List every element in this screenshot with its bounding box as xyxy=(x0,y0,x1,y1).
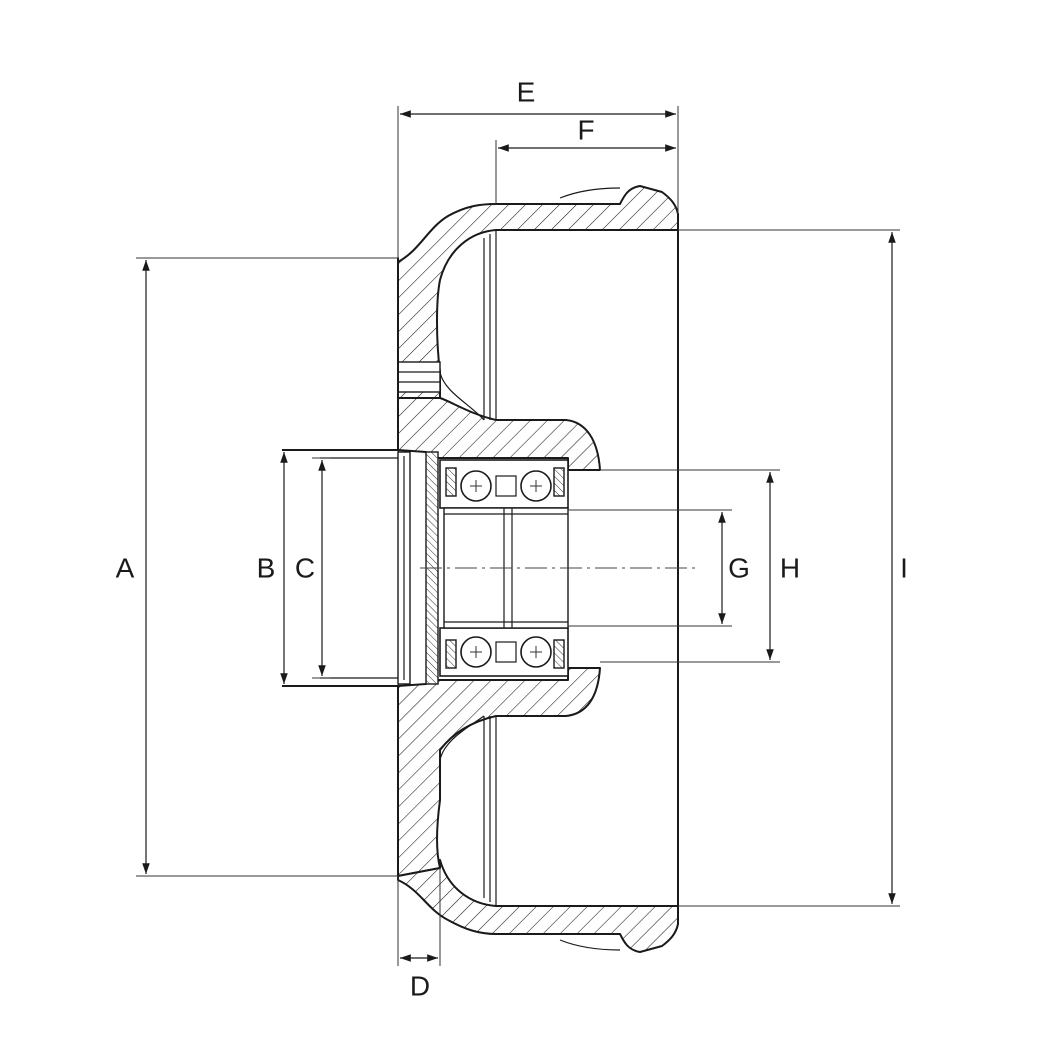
dimension-labels: A B C D E F G H I xyxy=(108,77,914,1002)
label-a: A xyxy=(116,553,135,584)
hub-lower-section xyxy=(397,667,601,877)
label-f: F xyxy=(577,115,594,146)
rib-arc-top xyxy=(559,187,621,199)
web-curve-upper xyxy=(439,371,485,421)
label-c: C xyxy=(295,553,315,584)
label-h: H xyxy=(780,553,800,584)
label-e: E xyxy=(517,77,536,108)
label-i: I xyxy=(900,553,908,584)
bearing-seal xyxy=(445,467,457,497)
label-b: B xyxy=(257,553,276,584)
drum-upper-section xyxy=(397,185,679,399)
bearing-seal xyxy=(553,639,565,669)
ball-centre-marks xyxy=(470,480,542,658)
rib-arc-bottom xyxy=(559,939,621,951)
bearing-cage xyxy=(495,641,517,663)
dimensions xyxy=(136,106,900,966)
bearing-seal xyxy=(553,467,565,497)
label-d: D xyxy=(410,971,430,1002)
web-curve-lower xyxy=(439,715,485,761)
spigot xyxy=(282,449,411,687)
label-g: G xyxy=(728,553,750,584)
drum-body xyxy=(397,185,679,953)
bearing-cage xyxy=(495,475,517,497)
stud-hole xyxy=(397,361,441,393)
bearing-seal xyxy=(445,639,457,669)
